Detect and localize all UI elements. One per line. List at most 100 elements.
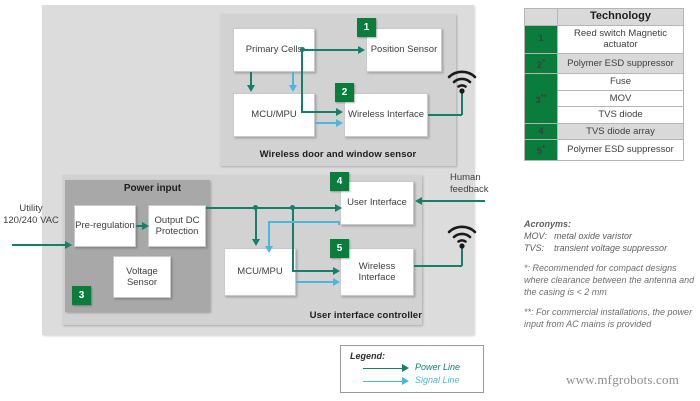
block-output-dc-protection: Output DC Protection (148, 205, 206, 247)
line-ui-signal-down (268, 221, 270, 249)
block-pre-regulation: Pre-regulation (74, 205, 136, 247)
block-controller-mcu: MCU/MPU (224, 248, 296, 296)
arrow-cells-to-wireless (336, 107, 343, 116)
line-cells-to-wireless (301, 111, 337, 113)
legend-signal-line-arrow (402, 377, 409, 385)
acronym-row-mov: MOV: metal oxide varistor (524, 230, 696, 242)
line-power-to-controller-wireless (292, 270, 334, 272)
table-cell-technology: TVS diode (557, 106, 684, 124)
arrow-ui-signal-to-mcu (264, 246, 273, 253)
acronyms-title: Acronyms: (524, 219, 572, 229)
sensor-subsystem-title: Wireless door and window sensor (259, 148, 417, 160)
table-cell-technology: TVS diode array (557, 122, 684, 141)
watermark: www.mfgrobots.com (566, 372, 680, 387)
table-header-row: Technology (524, 8, 684, 26)
line-cells-to-position-sensor (315, 49, 359, 51)
power-input-title: Power input (123, 183, 182, 194)
block-primary-cells-label: Primary Cells (245, 44, 303, 56)
block-pre-regulation-label: Pre-regulation (75, 220, 135, 232)
footnote-single-asterisk: *: Recommended for compact designs where… (524, 263, 695, 297)
table-row: 2*Polymer ESD suppressor (524, 52, 684, 75)
legend-signal-line-label: Signal Line (415, 375, 460, 385)
line-sensor-mcu-to-wireless (315, 122, 337, 124)
table-row: MOV (525, 89, 684, 108)
arrow-sensor-mcu-to-wireless (336, 118, 343, 127)
line-utility-input (12, 244, 66, 246)
arrow-prereg-to-outputdc (142, 221, 149, 230)
table-cell-technology: Polymer ESD suppressor (557, 139, 684, 161)
line-power-bus (206, 207, 336, 209)
table-row-number: 5* (524, 139, 558, 161)
line-ui-signal-stub (338, 221, 340, 225)
utility-input-label: Utility 120/240 VAC (3, 203, 59, 226)
notes-section: Acronyms: MOV: metal oxide varistor TVS:… (524, 218, 696, 338)
acronym-key-mov: MOV: (524, 231, 547, 241)
block-user-interface: User Interface (340, 181, 414, 225)
line-controller-mcu-to-wireless (296, 281, 334, 283)
table-cell-technology: Reed switch Magnetic actuator (557, 24, 684, 54)
table-cell-technology: Polymer ESD suppressor (557, 52, 684, 75)
badge-4-user-interface: 4 (330, 172, 349, 191)
block-sensor-mcu-label: MCU/MPU (251, 109, 297, 121)
badge-5-wireless-interface: 5 (330, 239, 349, 258)
line-cells-to-mcu (250, 72, 252, 86)
table-row-number: 3** (524, 73, 558, 124)
block-output-dc-protection-label: Output DC Protection (154, 214, 200, 238)
table-header-technology: Technology (557, 8, 684, 26)
acronym-row-tvs: TVS: transient voltage suppressor (524, 242, 696, 254)
arrow-signal-to-sensor-mcu (288, 85, 297, 92)
table-corner-cell (524, 8, 558, 26)
line-cells-stub (300, 49, 316, 51)
badge-2-wireless-interface: 2 (335, 83, 354, 102)
line-cells-down-to-wireless (301, 49, 303, 112)
arrow-power-to-controller-wireless (333, 266, 340, 275)
block-controller-wireless-interface-label: Wireless Interface (358, 260, 396, 284)
arrow-controller-mcu-to-wireless (333, 277, 340, 286)
legend-power-line-label: Power Line (415, 362, 461, 372)
acronyms-block: Acronyms: MOV: metal oxide varistor TVS:… (524, 218, 696, 254)
line-sensor-wireless-to-antenna (428, 114, 462, 116)
table-row: 5*Polymer ESD suppressor (524, 139, 684, 161)
table-row-number: 4 (524, 122, 558, 141)
arrow-cells-to-mcu (246, 85, 255, 92)
table-row: TVS diode (525, 106, 684, 124)
line-power-down-wireless (292, 207, 294, 271)
table-row: 3**Fuse (524, 73, 684, 124)
legend-box: Legend: Power Line Signal Line (340, 345, 484, 393)
line-prereg-to-outputdc (136, 225, 145, 227)
block-voltage-sensor-label: Voltage Sensor (126, 265, 158, 289)
table-row-number: 1 (524, 24, 558, 54)
legend-power-line-sample (363, 367, 403, 370)
block-position-sensor-label: Position Sensor (370, 44, 438, 56)
arrow-human-feedback (415, 196, 422, 205)
line-human-feedback (421, 200, 485, 202)
legend-power-line-arrow (402, 364, 409, 372)
human-feedback-label: Human feedback (450, 172, 489, 195)
acronym-value-mov: metal oxide varistor (554, 231, 633, 241)
wifi-antenna-icon (446, 68, 478, 94)
arrow-cells-to-position-sensor (358, 45, 365, 54)
line-controller-antenna-mast (461, 247, 463, 266)
line-sensor-antenna-mast (461, 92, 463, 115)
line-signal-to-sensor-mcu (292, 72, 294, 86)
arrow-utility-input (65, 240, 72, 249)
block-controller-wireless-interface: Wireless Interface (340, 248, 414, 296)
block-controller-mcu-label: MCU/MPU (237, 266, 283, 278)
block-voltage-sensor: Voltage Sensor (113, 256, 171, 298)
legend-title: Legend: (350, 351, 385, 361)
wifi-antenna-icon (446, 223, 478, 249)
line-controller-wireless-to-antenna (414, 265, 462, 267)
table-cell-technology: Fuse (557, 73, 684, 91)
badge-1-position-sensor: 1 (357, 18, 376, 37)
badge-3-power-input: 3 (72, 286, 91, 305)
legend-signal-line-sample (363, 380, 403, 383)
block-user-interface-label: User Interface (347, 197, 407, 209)
footnote-double-asterisk: **: For commercial installations, the po… (524, 307, 693, 329)
arrow-power-to-user-interface (335, 203, 342, 212)
table-row-number: 2* (524, 52, 558, 75)
block-sensor-wireless-interface: Wireless Interface (344, 93, 428, 137)
block-sensor-wireless-interface-label: Wireless Interface (347, 109, 425, 121)
acronym-key-tvs: TVS: (524, 243, 545, 253)
